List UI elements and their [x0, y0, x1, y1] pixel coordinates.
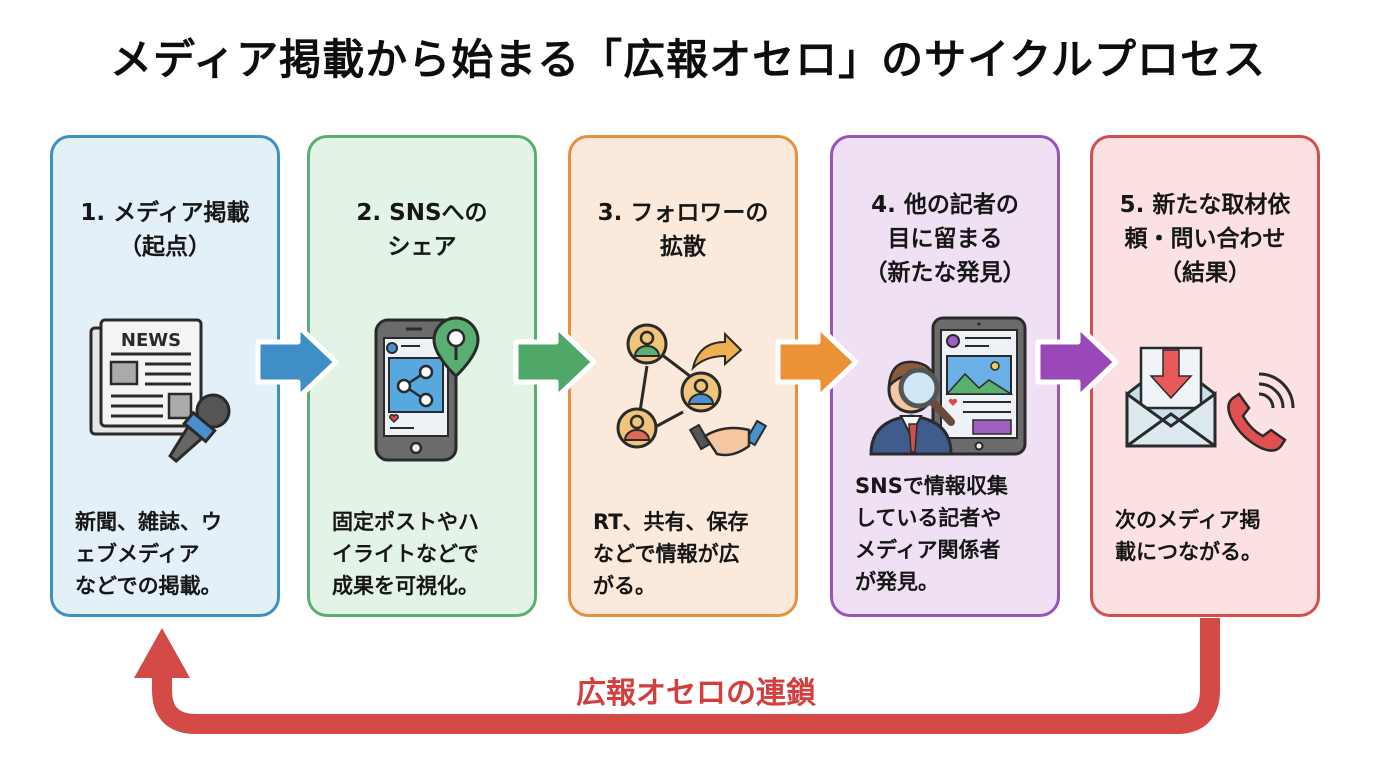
- newspaper-microphone-icon: NEWS: [89, 318, 231, 464]
- smartphone-share-pin-icon: [374, 316, 480, 462]
- diagram-title: メディア掲載から始まる「広報オセロ」のサイクルプロセス: [110, 35, 1266, 84]
- step-1-heading: 1. メディア掲載 （起点）: [80, 200, 250, 260]
- arrow-2-to-3-icon: [513, 323, 597, 401]
- step-5-description: 次のメディア掲 載につながる。: [1115, 508, 1262, 564]
- step-5-heading: 5. 新たな取材依 頼・問い合わせ （結果）: [1119, 192, 1291, 286]
- person-blue: [680, 371, 722, 413]
- phone-ringing-icon: [1227, 372, 1295, 452]
- handshake: [688, 419, 768, 457]
- step-card-5: 5. 新たな取材依 頼・問い合わせ （結果） 次のメディア掲 載につながる。: [1090, 135, 1320, 617]
- step-card-4: 4. 他の記者の 目に留まる （新たな発見） SNSで情報収集 している記者や …: [830, 135, 1060, 617]
- step-3-heading: 3. フォロワーの 拡散: [597, 200, 769, 260]
- step-1-description: 新聞、雑誌、ウ ェブメディア などでの掲載。: [75, 510, 222, 598]
- magnifier: [898, 367, 955, 426]
- step-4-heading: 4. 他の記者の 目に留まる （新たな発見）: [864, 192, 1026, 286]
- person-red: [616, 407, 658, 449]
- step-4-description: SNSで情報収集 している記者や メディア関係者 が発見。: [855, 474, 1008, 594]
- news-label: NEWS: [121, 330, 181, 351]
- step-2-description: 固定ポストやハ イライトなどで 成果を可視化。: [332, 510, 479, 598]
- step-2-heading: 2. SNSへの シェア: [356, 200, 488, 260]
- person-green: [626, 323, 668, 365]
- arrow-4-to-5-icon: [1035, 323, 1119, 401]
- people-network-handshake-icon: [616, 323, 768, 457]
- reporter-magnifier-tablet-icon: [869, 316, 1027, 456]
- arrow-3-to-4-icon: [775, 323, 859, 401]
- loop-label: 広報オセロの連鎖: [576, 676, 816, 711]
- step-card-2: 2. SNSへの シェア 固定ポストやハ イライトなどで 成果を可視化。: [307, 135, 537, 617]
- arrow-1-to-2-icon: [255, 323, 339, 401]
- envelope-download-icon: [1125, 346, 1217, 448]
- mail-phone-icon: [1125, 346, 1295, 452]
- step-card-1: 1. メディア掲載 （起点） NEWS 新聞、雑誌、ウ ェブメディア などでの掲…: [50, 135, 280, 617]
- step-3-description: RT、共有、保存 などで情報が広 がる。: [593, 510, 749, 598]
